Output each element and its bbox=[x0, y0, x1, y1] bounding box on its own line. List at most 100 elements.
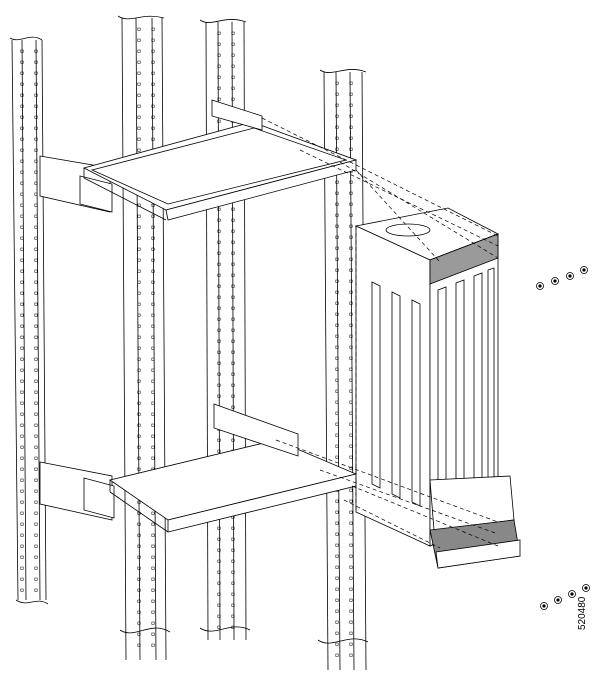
rack-hole bbox=[335, 543, 339, 547]
rack-hole bbox=[335, 268, 339, 272]
rack-hole bbox=[349, 411, 353, 415]
rack-hole bbox=[137, 445, 141, 449]
rack-hole bbox=[20, 390, 24, 394]
rack-hole bbox=[231, 42, 235, 46]
rack-hole bbox=[349, 653, 353, 657]
rack-hole bbox=[137, 423, 141, 427]
rack-hole bbox=[151, 599, 155, 603]
rack-hole bbox=[349, 103, 353, 107]
alignment-line bbox=[275, 439, 499, 523]
rack-hole bbox=[349, 455, 353, 459]
rack-hole bbox=[151, 368, 155, 372]
rack-hole bbox=[151, 269, 155, 273]
rack-hole bbox=[20, 401, 24, 405]
rack-hole bbox=[231, 328, 235, 332]
rack-hole bbox=[349, 312, 353, 316]
rack-hole bbox=[349, 323, 353, 327]
rack-hole bbox=[217, 218, 221, 222]
rack-hole bbox=[231, 229, 235, 233]
rack-hole bbox=[20, 60, 24, 64]
rack-hole bbox=[34, 489, 38, 493]
rack-hole bbox=[151, 511, 155, 515]
rack-hole bbox=[34, 313, 38, 317]
rack-hole bbox=[20, 280, 24, 284]
rack-hole bbox=[151, 247, 155, 251]
rack-hole bbox=[335, 257, 339, 261]
rack-hole bbox=[349, 180, 353, 184]
screw-head bbox=[542, 604, 546, 608]
rack-hole bbox=[34, 170, 38, 174]
rack-hole bbox=[217, 614, 221, 618]
rack-hole bbox=[137, 335, 141, 339]
rack-hole bbox=[335, 400, 339, 404]
rack-hole bbox=[20, 489, 24, 493]
rack-hole bbox=[34, 368, 38, 372]
rack-hole bbox=[349, 334, 353, 338]
rack-hole bbox=[217, 240, 221, 244]
rack-hole bbox=[151, 379, 155, 383]
mounting-screws bbox=[536, 266, 590, 610]
rack-hole bbox=[231, 526, 235, 530]
screw-head bbox=[556, 598, 560, 602]
rack-hole bbox=[20, 104, 24, 108]
rack-hole bbox=[217, 53, 221, 57]
rack-hole bbox=[151, 621, 155, 625]
alignment-line bbox=[339, 161, 499, 259]
rack-hole bbox=[217, 295, 221, 299]
rack-hole bbox=[217, 350, 221, 354]
rack-hole bbox=[137, 566, 141, 570]
rack-hole bbox=[231, 262, 235, 266]
rack-hole bbox=[34, 60, 38, 64]
rack-hole bbox=[217, 581, 221, 585]
rack-hole bbox=[34, 588, 38, 592]
upper-shelf bbox=[39, 99, 358, 221]
rack-hole bbox=[151, 93, 155, 97]
rack-hole bbox=[231, 537, 235, 541]
rack-hole bbox=[20, 93, 24, 97]
rack-hole bbox=[217, 559, 221, 563]
rack-hole bbox=[20, 269, 24, 273]
rack-hole bbox=[349, 356, 353, 360]
rack-hole bbox=[231, 350, 235, 354]
rack-hole bbox=[217, 262, 221, 266]
rack-hole bbox=[151, 236, 155, 240]
rack-hole bbox=[34, 258, 38, 262]
rack-hole bbox=[349, 235, 353, 239]
rack-hole bbox=[34, 423, 38, 427]
rack-hole bbox=[217, 64, 221, 68]
rack-hole bbox=[217, 317, 221, 321]
rack-hole bbox=[231, 592, 235, 596]
rack-hole bbox=[335, 92, 339, 96]
rack-hole bbox=[335, 246, 339, 250]
rack-hole bbox=[34, 434, 38, 438]
rack-hole bbox=[137, 214, 141, 218]
rack-hole bbox=[349, 499, 353, 503]
rack-hole bbox=[20, 302, 24, 306]
rack-hole bbox=[217, 339, 221, 343]
rack-hole bbox=[34, 390, 38, 394]
rack-hole bbox=[20, 214, 24, 218]
rack-hole bbox=[217, 548, 221, 552]
rack-hole bbox=[20, 412, 24, 416]
rack-hole bbox=[137, 269, 141, 273]
rack-hole bbox=[151, 445, 155, 449]
rack-hole bbox=[349, 620, 353, 624]
rack-hole bbox=[335, 323, 339, 327]
rack-hole bbox=[335, 532, 339, 536]
rack-hole bbox=[335, 422, 339, 426]
rack-hole bbox=[349, 488, 353, 492]
rack-hole bbox=[217, 207, 221, 211]
rack-hole bbox=[349, 389, 353, 393]
rack-hole bbox=[349, 268, 353, 272]
rack-hole bbox=[151, 434, 155, 438]
rack-hole bbox=[151, 357, 155, 361]
rack-hole bbox=[20, 115, 24, 119]
rack-hole bbox=[151, 401, 155, 405]
rack-hole bbox=[335, 312, 339, 316]
rack-hole bbox=[34, 456, 38, 460]
rack-hole bbox=[151, 60, 155, 64]
rack-hole bbox=[231, 394, 235, 398]
rack-hole bbox=[349, 510, 353, 514]
rack-hole bbox=[34, 115, 38, 119]
rack-hole bbox=[151, 588, 155, 592]
